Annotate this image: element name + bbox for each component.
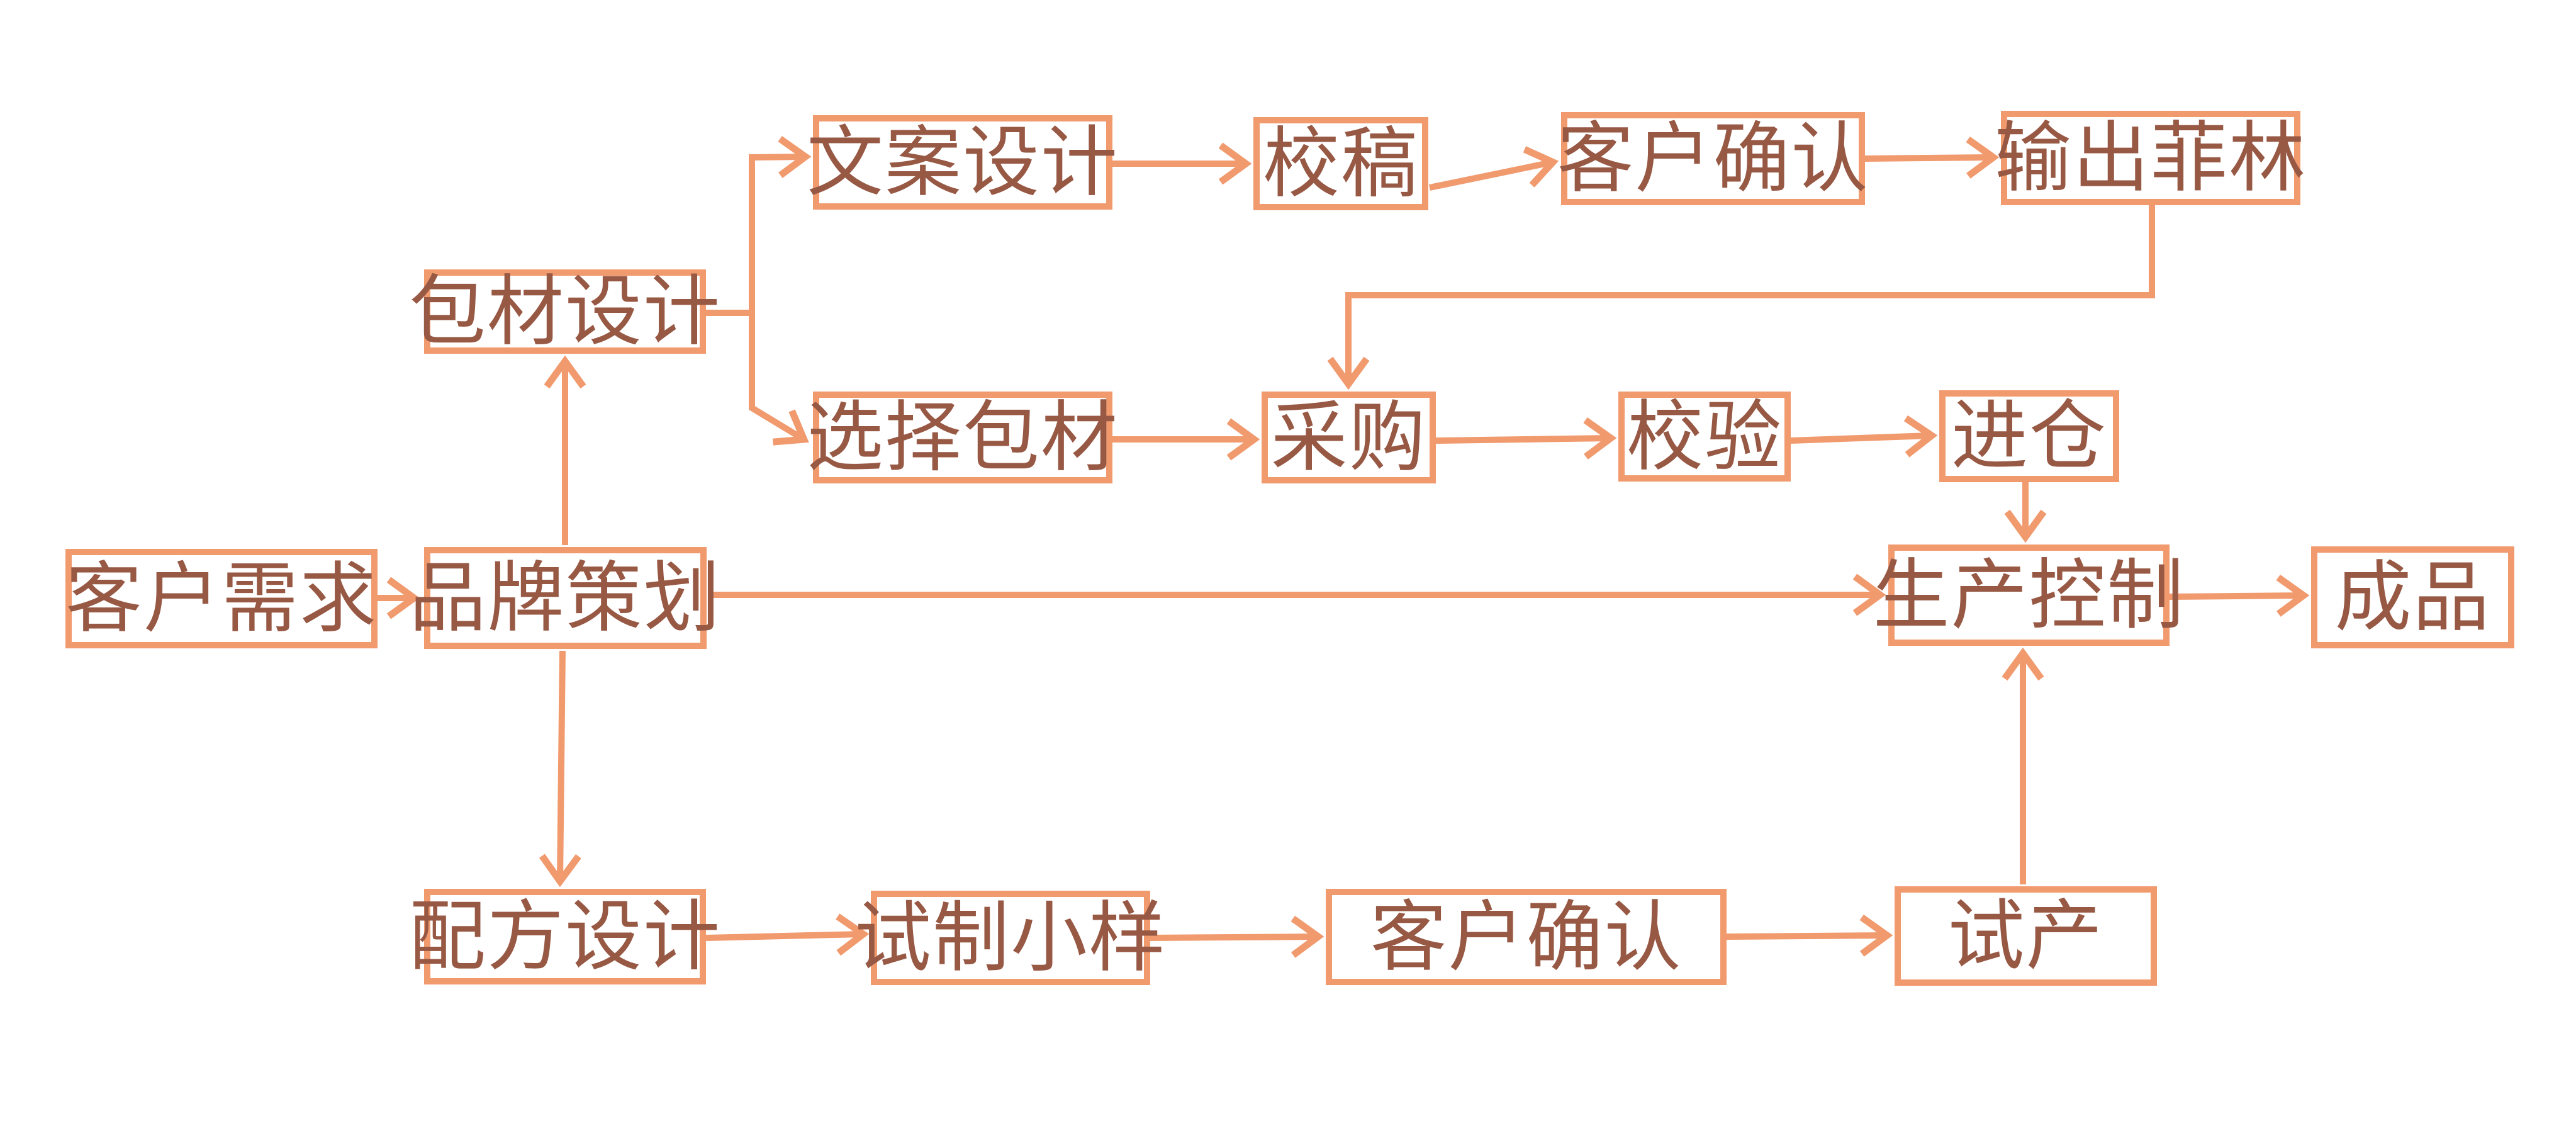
edge-client-confirm-to-trial-production <box>1726 914 1893 957</box>
node-brand-planning-label: 品牌策划 <box>409 553 722 643</box>
node-production-control: 生产控制 <box>1873 544 2184 646</box>
node-finished-product: 成品 <box>2311 546 2514 648</box>
node-formula-design-label: 配方设计 <box>409 892 721 981</box>
edge-packaging-design-to-copy-design <box>749 135 812 313</box>
edge-output-film-to-purchasing <box>1327 205 2155 390</box>
edge-packaging-design-to-select-packaging <box>749 313 809 446</box>
node-client-confirm-bottom-label: 客户确认 <box>1370 892 1683 982</box>
node-select-packaging-label: 选择包材 <box>807 393 1119 482</box>
node-copy-design-label: 文案设计 <box>807 118 1119 207</box>
node-trial-production: 试产 <box>1895 886 2157 986</box>
edge-production-control-to-finished-product <box>2169 574 2310 617</box>
edge-client-confirm-to-output-film <box>1864 136 2000 179</box>
node-purchasing: 采购 <box>1262 392 1436 483</box>
node-trial-production-label: 试产 <box>1947 891 2104 981</box>
node-client-confirm-top-label: 客户确认 <box>1557 114 1869 203</box>
node-formula-design: 配方设计 <box>409 889 720 984</box>
node-inspection-label: 校验 <box>1627 392 1783 482</box>
node-trial-sample: 试制小样 <box>854 891 1165 985</box>
node-copy-design: 文案设计 <box>807 115 1117 210</box>
node-output-film-label: 输出菲林 <box>1995 113 2307 203</box>
node-customer-needs: 客户需求 <box>65 549 378 648</box>
edge-proofreading-to-client-confirm <box>1428 146 1559 191</box>
edge-formula-design-to-trial-sample <box>705 913 870 956</box>
node-warehousing: 进仓 <box>1939 390 2119 482</box>
node-warehousing-label: 进仓 <box>1951 392 2107 481</box>
node-customer-needs-label: 客户需求 <box>65 554 378 643</box>
node-inspection: 校验 <box>1618 392 1791 482</box>
edge-brand-planning-to-formula-design <box>539 650 581 888</box>
node-proofreading: 校稿 <box>1253 117 1428 210</box>
edge-trial-sample-to-client-confirm <box>1150 915 1324 958</box>
node-brand-planning: 品牌策划 <box>410 547 720 649</box>
node-purchasing-label: 采购 <box>1270 393 1427 482</box>
node-select-packaging: 选择包材 <box>807 392 1117 483</box>
node-trial-sample-label: 试制小样 <box>854 893 1167 983</box>
node-production-control-label: 生产控制 <box>1873 550 2185 640</box>
node-packaging-design-label: 包材设计 <box>409 267 721 356</box>
node-proofreading-label: 校稿 <box>1263 119 1419 208</box>
edge-inspection-to-warehousing <box>1790 415 1938 458</box>
node-client-confirm-bottom: 客户确认 <box>1326 889 1727 985</box>
node-finished-product-label: 成品 <box>2334 553 2491 642</box>
node-packaging-design: 包材设计 <box>409 269 720 354</box>
node-output-film: 输出菲林 <box>1995 111 2305 205</box>
edge-purchasing-to-inspection <box>1435 417 1617 460</box>
node-client-confirm-top: 客户确认 <box>1557 112 1868 205</box>
